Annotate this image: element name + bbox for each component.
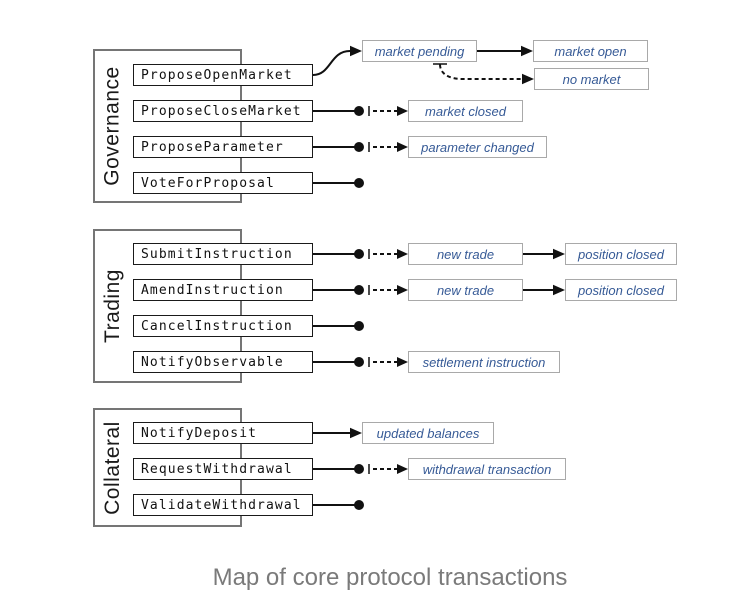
outcome-box-position-closed-1: position closed [565, 243, 677, 265]
connector-request-withdrawal [313, 464, 408, 474]
connector-validate-withdrawal [313, 500, 364, 510]
connector-cancel-instruction [313, 321, 364, 331]
group-label-collateral-text: Collateral [101, 420, 124, 515]
connector-propose-parameter [313, 142, 408, 152]
transaction-box-cancel-instruction: CancelInstruction [133, 315, 313, 337]
connector-propose-open-market-to-market-pending [312, 45, 362, 76]
outcome-box-market-pending: market pending [362, 40, 477, 62]
outcome-box-withdrawal-transaction: withdrawal transaction [408, 458, 566, 480]
outcome-box-no-market: no market [534, 68, 649, 90]
outcome-box-market-closed: market closed [408, 100, 523, 122]
connector-vote-for-proposal [313, 178, 364, 188]
transaction-box-validate-withdrawal: ValidateWithdrawal [133, 494, 313, 516]
group-label-collateral: Collateral [95, 408, 131, 527]
outcome-box-updated-balances: updated balances [362, 422, 494, 444]
transaction-box-propose-open-market: ProposeOpenMarket [133, 64, 313, 86]
transaction-box-vote-for-proposal: VoteForProposal [133, 172, 313, 194]
transaction-box-request-withdrawal: RequestWithdrawal [133, 458, 313, 480]
transaction-box-submit-instruction: SubmitInstruction [133, 243, 313, 265]
connector-propose-close-market [313, 106, 408, 116]
transaction-box-propose-close-market: ProposeCloseMarket [133, 100, 313, 122]
outcome-box-parameter-changed: parameter changed [408, 136, 547, 158]
transaction-box-amend-instruction: AmendInstruction [133, 279, 313, 301]
outcome-box-position-closed-2: position closed [565, 279, 677, 301]
diagram-caption: Map of core protocol transactions [212, 564, 568, 591]
connector-market-pending-to-no-market [433, 63, 534, 85]
group-label-governance-text: Governance [101, 66, 124, 186]
group-label-trading-text: Trading [101, 269, 124, 343]
connector-market-pending-to-market-open [477, 45, 533, 57]
transaction-box-notify-deposit: NotifyDeposit [133, 422, 313, 444]
outcome-box-market-open: market open [533, 40, 648, 62]
group-label-trading: Trading [95, 229, 131, 383]
connector-notify-deposit [313, 427, 362, 439]
connector-notify-observable [313, 357, 408, 367]
outcome-box-settlement-instruction: settlement instruction [408, 351, 560, 373]
group-label-governance: Governance [95, 49, 131, 203]
outcome-box-new-trade-1: new trade [408, 243, 523, 265]
transaction-box-notify-observable: NotifyObservable [133, 351, 313, 373]
outcome-box-new-trade-2: new trade [408, 279, 523, 301]
transaction-box-propose-parameter: ProposeParameter [133, 136, 313, 158]
